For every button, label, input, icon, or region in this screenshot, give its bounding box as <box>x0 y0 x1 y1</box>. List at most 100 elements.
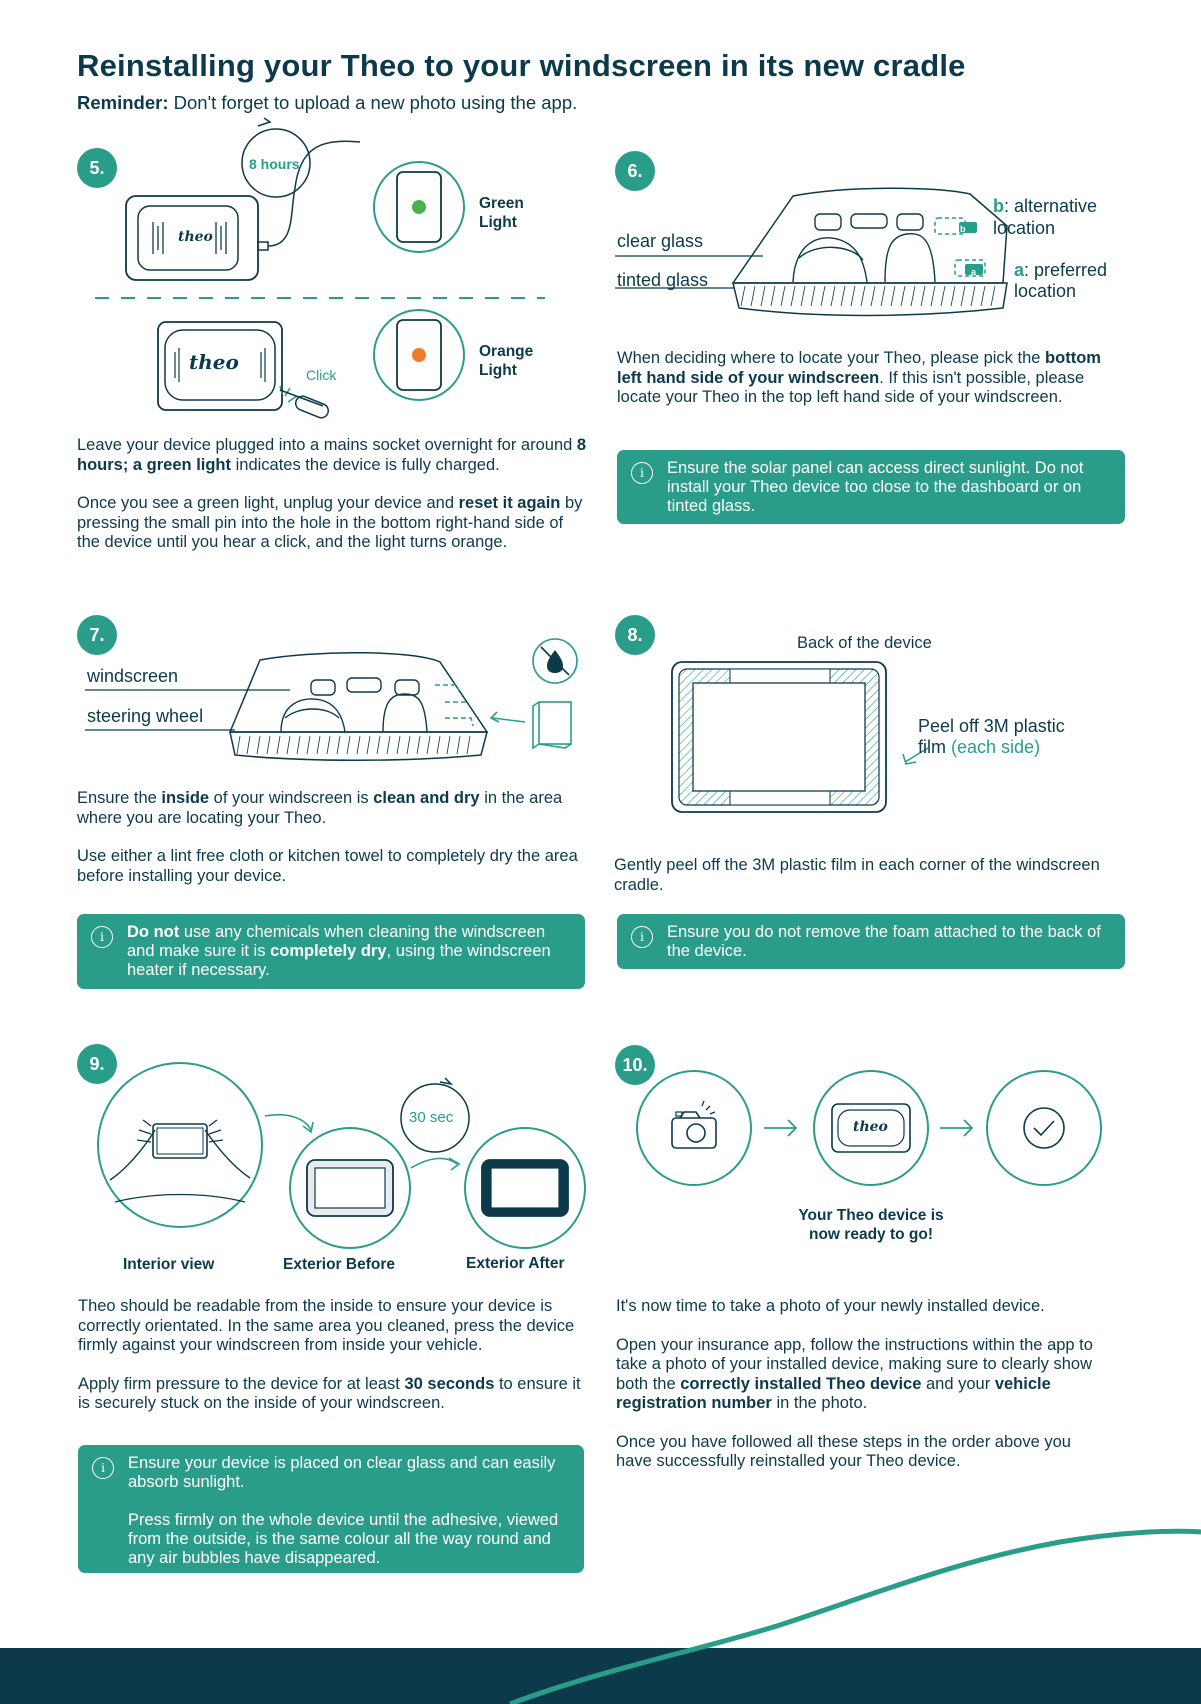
bold-text: reset it again <box>458 494 561 512</box>
charge-timer-label: 8 hours <box>249 156 300 172</box>
text-run: of your windscreen is <box>209 789 374 807</box>
steering-wheel-label: steering wheel <box>87 706 204 726</box>
windscreen-label: windscreen <box>87 666 179 686</box>
location-a-marker: a <box>971 267 977 277</box>
step-5-para-2: Once you see a green light, unplug your … <box>77 494 587 553</box>
text-run: to ensure it is securely stuck on the in… <box>78 1374 581 1413</box>
tinted-glass-label: tinted glass <box>617 270 709 290</box>
step-9-note-para-1: Ensure your device is placed on clear gl… <box>128 1454 556 1491</box>
step-8-text: Gently peel off the 3M plastic film in e… <box>614 856 1124 895</box>
step-8-note: i Ensure you do not remove the foam atta… <box>617 914 1125 969</box>
info-icon: i <box>92 1457 114 1479</box>
page-title: Reinstalling your Theo to your windscree… <box>77 48 966 83</box>
press-timer-label: 30 sec <box>409 1109 454 1126</box>
preferred-letter: a <box>1014 260 1025 280</box>
bold-text: 8 hours; a green light <box>77 436 587 474</box>
preferred-text-2: location <box>1014 281 1077 301</box>
green-light-label: Green Light <box>479 194 524 232</box>
info-icon: i <box>631 926 653 948</box>
bold-text: completely dry <box>270 942 387 960</box>
pressing-device-illustration <box>97 1062 586 1249</box>
step-6-para-1: When deciding where to locate your Theo,… <box>617 349 1127 408</box>
step-10-badge: 10. <box>615 1045 655 1085</box>
ready-message: Your Theo device is now ready to go! <box>771 1206 971 1244</box>
step-8-para-1: Gently peel off the 3M plastic film in e… <box>614 856 1100 894</box>
windscreen-location-illustration <box>615 187 1008 317</box>
ready-message-line2: now ready to go! <box>809 1226 933 1243</box>
step-9-note: i Ensure your device is placed on clear … <box>78 1445 584 1573</box>
step-6-note-text: Ensure the solar panel can access direct… <box>667 459 1084 515</box>
step-10-para-1: It's now time to take a photo of your ne… <box>616 1297 1045 1315</box>
bold-text: correctly installed Theo device <box>680 1374 922 1393</box>
clear-glass-label: clear glass <box>617 231 704 251</box>
bold-text: bottom left hand side of your windscreen <box>617 349 1101 387</box>
text-run: . If this isn't possible, please locate … <box>617 368 1085 407</box>
step-5-para-1: Leave your device plugged into a mains s… <box>77 436 587 475</box>
text-run: use any chemicals when cleaning the wind… <box>127 923 546 960</box>
bold-text: inside <box>161 789 210 807</box>
charging-device-illustration <box>125 117 361 281</box>
step-6-text: When deciding where to locate your Theo,… <box>617 349 1127 408</box>
step-7-para-2: Use either a lint free cloth or kitchen … <box>77 847 578 885</box>
step-9-note-para-2: Press firmly on the whole device until t… <box>128 1511 559 1567</box>
installed-device-logo: theo <box>853 1119 888 1135</box>
step-7-note-text: Do not use any chemicals when cleaning t… <box>127 923 571 980</box>
footer-wave-decoration <box>509 1528 1201 1704</box>
orange-light-label-line1: Orange <box>479 343 534 360</box>
step-7-para-1: Ensure the inside of your windscreen is … <box>77 789 587 828</box>
step-9-para-1: Theo should be readable from the inside … <box>78 1297 575 1354</box>
bold-text: Do not <box>127 923 180 941</box>
text-run: by pressing the small pin into the hole … <box>77 494 583 551</box>
text-run: in the area where you are locating your … <box>77 789 563 827</box>
text-run: Leave your device plugged into a mains s… <box>77 436 577 454</box>
step-5-badge: 5. <box>77 148 117 188</box>
step-9-para-2: Apply firm pressure to the device for at… <box>78 1375 590 1414</box>
peel-film-side: (each side) <box>951 737 1041 757</box>
green-light-label-line1: Green <box>479 195 524 212</box>
caption-exterior-before: Exterior Before <box>283 1256 395 1273</box>
preferred-text: : preferred <box>1024 260 1108 280</box>
step-7-badge: 7. <box>77 615 117 655</box>
step-10-para-3: Once you have followed all these steps i… <box>616 1432 1071 1471</box>
orange-light-label-line2: Light <box>479 362 517 379</box>
alternative-text: : alternative <box>1004 196 1098 216</box>
reminder-text: Don't forget to upload a new photo using… <box>168 92 578 113</box>
step-7-note: i Do not use any chemicals when cleaning… <box>77 914 585 989</box>
text-run: When deciding where to locate your Theo,… <box>617 349 1046 367</box>
green-light-label-line2: Light <box>479 214 517 231</box>
step-6-badge: 6. <box>615 151 655 191</box>
alternative-text-2: location <box>993 218 1056 238</box>
photo-process-illustration <box>636 1070 1102 1186</box>
text-run: , using the windscreen heater if necessa… <box>127 942 551 979</box>
windscreen-cleaning-illustration <box>85 638 578 761</box>
text-run: Ensure the <box>77 789 162 807</box>
caption-exterior-after: Exterior After <box>466 1255 565 1272</box>
back-of-device-label: Back of the device <box>797 634 932 652</box>
step-9-text: Theo should be readable from the inside … <box>78 1297 590 1414</box>
ready-message-line1: Your Theo device is <box>798 1207 944 1224</box>
step-5-text: Leave your device plugged into a mains s… <box>77 436 587 553</box>
step-10-text: It's now time to take a photo of your ne… <box>616 1297 1106 1472</box>
info-icon: i <box>91 926 113 948</box>
green-light-illustration <box>373 161 465 253</box>
text-run: Apply firm pressure to the device for at… <box>78 1374 405 1393</box>
bold-text: 30 seconds <box>404 1374 495 1393</box>
step-6-note: i Ensure the solar panel can access dire… <box>617 450 1125 524</box>
reminder: Reminder: Don't forget to upload a new p… <box>77 92 577 114</box>
click-label: Click <box>306 367 337 383</box>
step-9-badge: 9. <box>77 1044 117 1084</box>
text-run: indicates the device is fully charged. <box>231 455 500 474</box>
text-run: Open your insurance app, follow the inst… <box>616 1335 1093 1393</box>
step-10-para-2: Open your insurance app, follow the inst… <box>616 1336 1106 1414</box>
step-8-note-text: Ensure you do not remove the foam attach… <box>667 923 1101 960</box>
peel-film-text: Peel off 3M plastic <box>918 716 1065 736</box>
reminder-label: Reminder: <box>77 92 169 113</box>
location-b-marker: b <box>960 224 966 234</box>
orange-light-illustration <box>373 309 465 401</box>
device-logo-small: theo <box>178 229 213 245</box>
back-of-device-illustration <box>671 661 929 813</box>
bold-text: vehicle registration number <box>616 1374 1051 1413</box>
dashed-divider <box>95 297 545 299</box>
